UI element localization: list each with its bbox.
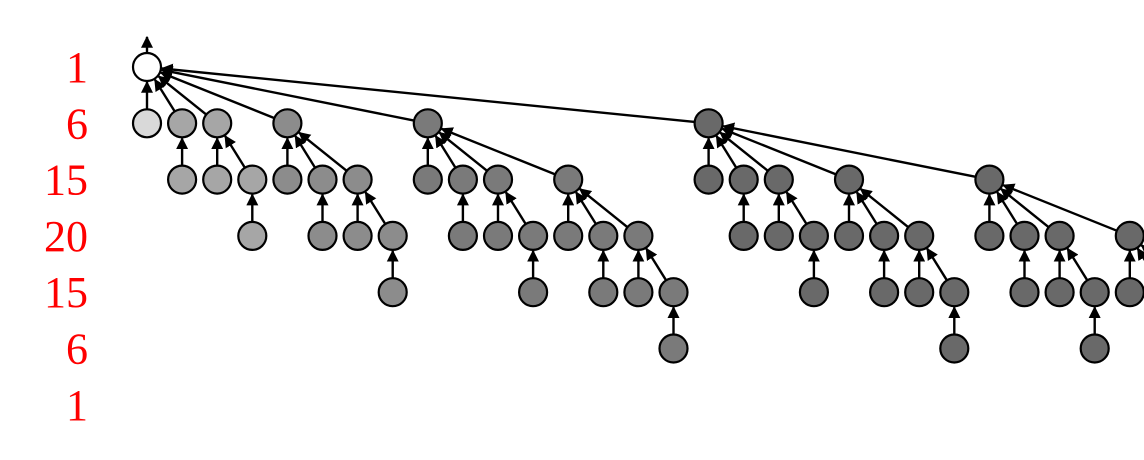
tree-node-27 xyxy=(623,220,654,251)
tree-node-43 xyxy=(904,220,935,251)
tree-node-25 xyxy=(588,220,619,251)
tree-node-38 xyxy=(798,277,830,308)
tree-edge-37 xyxy=(785,191,808,225)
tree-node-24 xyxy=(553,220,584,251)
tree-edge-15 xyxy=(160,66,415,122)
tree-root-node xyxy=(131,51,163,83)
tree-node-32 xyxy=(693,164,724,195)
tree-node-55 xyxy=(1114,220,1144,251)
tree-edge-49 xyxy=(996,191,1019,225)
tree-node-10 xyxy=(307,220,338,251)
tree-nodes xyxy=(131,51,1144,364)
tree-edge-19 xyxy=(438,131,488,172)
level-count-label-1: 6 xyxy=(66,99,88,148)
tree-node-26 xyxy=(588,277,619,308)
level-count-label-0: 1 xyxy=(66,43,88,92)
tree-node-11 xyxy=(342,164,373,195)
level-count-label-6: 1 xyxy=(66,381,88,430)
tree-node-0 xyxy=(131,108,163,139)
tree-node-2 xyxy=(167,164,198,195)
tree-node-1 xyxy=(167,108,198,139)
tree-edge-39 xyxy=(721,127,837,176)
tree-node-19 xyxy=(482,164,514,195)
tree-node-47 xyxy=(974,164,1005,195)
tree-node-42 xyxy=(868,277,900,308)
tree-edge-55 xyxy=(1002,183,1118,232)
tree-edge-33 xyxy=(715,135,738,169)
tree-node-5 xyxy=(237,164,268,195)
tree-node-13 xyxy=(377,220,408,251)
tree-edge-31 xyxy=(160,63,695,124)
tree-node-50 xyxy=(1009,277,1040,308)
tree-node-3 xyxy=(202,108,233,139)
tree-node-14 xyxy=(377,277,408,308)
tree-node-39 xyxy=(833,164,865,195)
tree-edge-5 xyxy=(224,135,246,169)
tree-edge-47 xyxy=(722,122,976,179)
tree-edge-9 xyxy=(294,135,317,169)
tree-edge-21 xyxy=(504,191,527,225)
tree-node-41 xyxy=(868,220,900,251)
tree-node-18 xyxy=(447,220,478,251)
tree-node-15 xyxy=(412,108,443,139)
level-count-label-4: 15 xyxy=(44,268,88,317)
tree-node-40 xyxy=(833,220,865,251)
tree-node-17 xyxy=(447,164,478,195)
tree-node-44 xyxy=(904,277,935,308)
tree-edge-51 xyxy=(1000,188,1050,229)
tree-node-46 xyxy=(939,333,970,364)
tree-edge-1 xyxy=(153,78,176,113)
tree-node-22 xyxy=(517,277,549,308)
tree-node-48 xyxy=(974,220,1005,251)
tree-node-20 xyxy=(482,220,514,251)
tree-node-29 xyxy=(658,277,689,308)
tree-node-51 xyxy=(1044,220,1075,251)
tree-node-31 xyxy=(693,108,724,139)
tree-node-23 xyxy=(553,164,584,195)
tree-node-6 xyxy=(237,220,268,251)
tree-node-30 xyxy=(658,333,689,364)
tree-node-8 xyxy=(272,164,303,195)
tree-edge-41 xyxy=(855,191,878,225)
tree-edge-27 xyxy=(578,188,629,229)
tree-node-9 xyxy=(307,164,338,195)
tree-node-49 xyxy=(1009,220,1040,251)
tree-edge-13 xyxy=(364,191,387,225)
tree-node-53 xyxy=(1079,277,1110,308)
tree-node-33 xyxy=(728,164,759,195)
tree-node-12 xyxy=(342,220,373,251)
tree-edge-11 xyxy=(298,131,348,172)
tree-edge-43 xyxy=(859,188,910,229)
tree-node-7 xyxy=(272,108,303,139)
tree-edge-25 xyxy=(575,191,597,225)
tree-edge-45 xyxy=(926,247,948,281)
tree-edge-57 xyxy=(1136,247,1144,261)
tree-edge-23 xyxy=(440,127,556,176)
level-count-label-3: 20 xyxy=(44,212,88,261)
tree-node-56 xyxy=(1114,277,1144,308)
tree-node-21 xyxy=(517,220,549,251)
tree-node-28 xyxy=(623,277,654,308)
tree-node-16 xyxy=(412,164,443,195)
tree-node-54 xyxy=(1079,333,1110,364)
tree-edge-17 xyxy=(434,135,457,169)
tree-edge-29 xyxy=(645,247,668,281)
level-count-label-5: 6 xyxy=(66,325,88,374)
level-count-labels: 1 6 15 20 15 6 1 xyxy=(44,43,88,430)
tree-edges xyxy=(141,35,1144,335)
tree-node-52 xyxy=(1044,277,1075,308)
level-count-label-2: 15 xyxy=(44,156,88,205)
tree-edge-7 xyxy=(159,71,275,120)
tree-edge-35 xyxy=(719,131,769,172)
tree-node-36 xyxy=(763,220,794,251)
tree-edge-53 xyxy=(1066,247,1089,281)
tree-node-35 xyxy=(763,164,794,195)
tree-node-37 xyxy=(798,220,830,251)
tree-node-4 xyxy=(202,164,233,195)
tree-edge-3 xyxy=(157,75,208,116)
tree-node-34 xyxy=(728,220,759,251)
tree-node-45 xyxy=(939,277,970,308)
